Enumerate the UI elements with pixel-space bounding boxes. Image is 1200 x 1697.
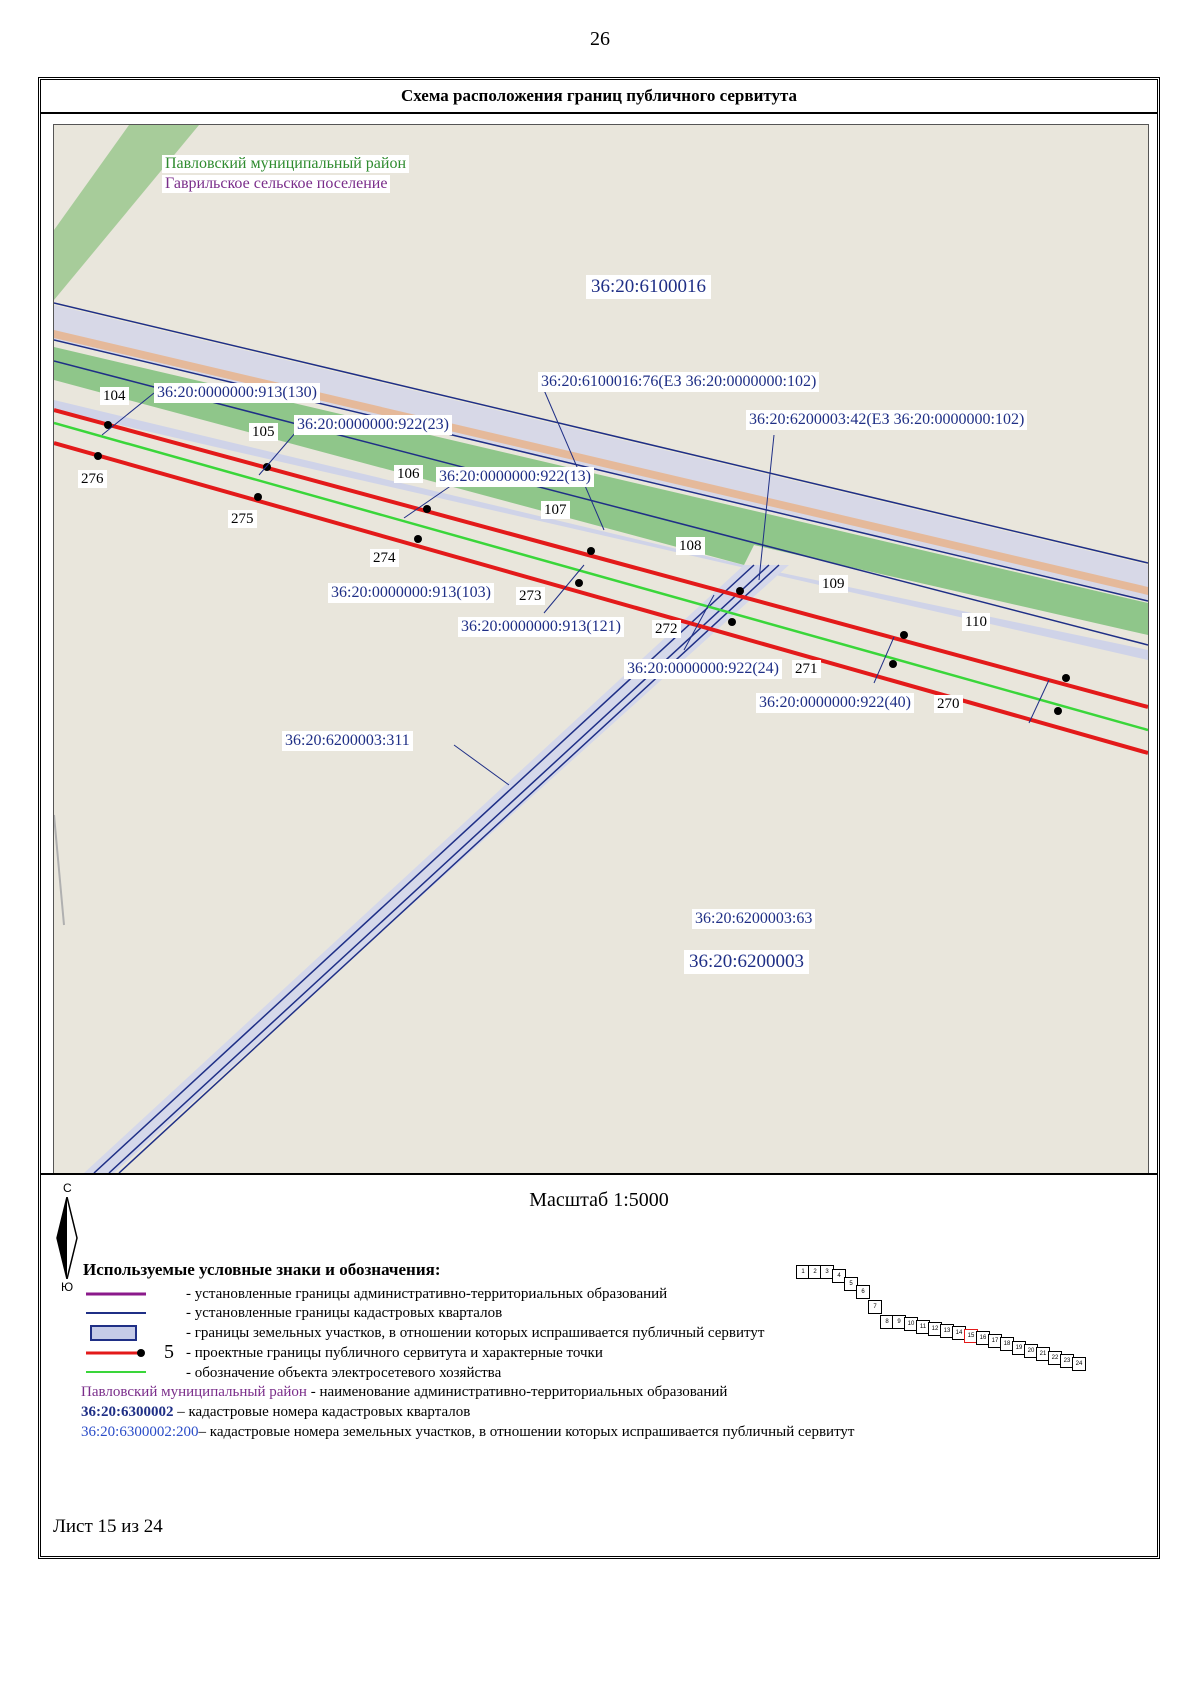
diagonal-boundary <box>118 564 780 1173</box>
parcel-label: 36:20:6100016:76(ЕЗ 36:20:0000000:102) <box>538 372 820 392</box>
point-label: 271 <box>792 660 821 678</box>
legend-text-admin: Павловский муниципальный район - наимено… <box>81 1384 727 1401</box>
legend-quarter-number: 36:20:6300002 <box>81 1404 174 1420</box>
point-label: 104 <box>100 387 129 405</box>
point-label: 109 <box>819 575 848 593</box>
legend-area: Масштаб 1:5000 С Ю Используемые условные… <box>41 1175 1157 1556</box>
point-label: 108 <box>676 537 705 555</box>
index-sheet-cell: 6 <box>856 1285 870 1299</box>
point-label: 275 <box>228 510 257 528</box>
legend-parcel-desc: – кадастровые номера земельных участков,… <box>198 1424 855 1440</box>
parcel-label: 36:20:6200003:63 <box>692 909 816 929</box>
admin-settlement-label: Гаврильское сельское поселение <box>162 175 391 193</box>
divider <box>41 1173 1157 1175</box>
parcel-band <box>54 400 1148 660</box>
legend-admin-name: Павловский муниципальный район <box>81 1384 307 1400</box>
power-line <box>54 421 1148 732</box>
point-label: 274 <box>370 549 399 567</box>
point-label: 276 <box>78 470 107 488</box>
point-label: 272 <box>652 620 681 638</box>
diagonal-boundary <box>93 564 755 1173</box>
index-sheet-cell: 5 <box>844 1277 858 1291</box>
parcel-symbol <box>90 1325 137 1341</box>
parcel-label: 36:20:0000000:922(24) <box>624 659 782 679</box>
document-frame: Схема расположения границ публичного сер… <box>38 77 1160 1559</box>
legend-text-parcel: 36:20:6300002:200– кадастровые номера зе… <box>81 1424 855 1441</box>
scale-label: Масштаб 1:5000 <box>529 1189 669 1211</box>
legend-text-quarter: 36:20:6300002 – кадастровые номера кадас… <box>81 1404 470 1421</box>
point-label: 107 <box>541 501 570 519</box>
point-label: 110 <box>962 613 990 631</box>
index-sheet-cell: 8 <box>880 1315 894 1329</box>
index-sheet-cell: 24 <box>1072 1357 1086 1371</box>
quarter-label-bottom: 36:20:6200003 <box>684 950 810 974</box>
map-area[interactable]: Павловский муниципальный район Гаврильск… <box>53 124 1149 1174</box>
diagonal-parcel <box>84 565 789 1173</box>
legend-item-servitude: - проектные границы публичного сервитута… <box>186 1345 603 1361</box>
south-label: Ю <box>61 1280 74 1294</box>
quarter-boundary-line <box>54 302 1148 564</box>
index-sheet-cell: 7 <box>868 1300 882 1314</box>
parcel-label: 36:20:0000000:922(40) <box>756 693 914 713</box>
legend-admin-desc: - наименование административно-территори… <box>306 1384 728 1400</box>
sheet-label: Лист 15 из 24 <box>53 1516 163 1537</box>
parcel-label: 36:20:0000000:913(121) <box>458 617 624 637</box>
legend-parcel-number: 36:20:6300002:200 <box>81 1424 199 1440</box>
legend-title: Используемые условные знаки и обозначени… <box>83 1260 441 1279</box>
index-sheet-cell: 1 <box>796 1265 810 1279</box>
admin-district-label: Павловский муниципальный район <box>162 155 410 173</box>
point-label: 270 <box>934 695 963 713</box>
servitude-boundary-bottom <box>54 441 1148 755</box>
legend-symbols <box>86 1292 146 1373</box>
legend-item-admin: - установленные границы административно-… <box>186 1286 668 1302</box>
index-sheet-cell: 23 <box>1060 1354 1074 1368</box>
index-sheet-cell: 16 <box>976 1331 990 1345</box>
point-label: 105 <box>249 423 278 441</box>
index-sheet-cell: 19 <box>1012 1341 1026 1355</box>
points-top <box>104 421 1070 682</box>
page-number: 26 <box>590 28 610 50</box>
legend-item-power: - обозначение объекта электросетевого хо… <box>186 1365 502 1381</box>
legend-item-parcel: - границы земельных участков, в отношени… <box>186 1325 765 1341</box>
map-canvas <box>54 125 1148 1173</box>
legend-quarter-desc: – кадастровые номера кадастровых квартал… <box>173 1404 471 1420</box>
scheme-title: Схема расположения границ публичного сер… <box>41 80 1157 114</box>
parcel-label: 36:20:0000000:922(13) <box>436 467 594 487</box>
road-surface <box>54 330 1148 595</box>
parcel-label: 36:20:0000000:913(103) <box>328 583 494 603</box>
servitude-boundary-top <box>54 408 1148 709</box>
north-arrow-icon <box>56 1197 78 1279</box>
parcel-label: 36:20:6200003:311 <box>282 731 413 751</box>
index-sheet-cell: 4 <box>832 1269 846 1283</box>
point-label: 273 <box>516 587 545 605</box>
forest-strip-topleft <box>54 125 199 300</box>
index-sheet-cell: 21 <box>1036 1347 1050 1361</box>
points-bottom <box>94 452 1062 715</box>
quarter-boundary-line <box>54 360 1148 646</box>
parcel-label: 36:20:0000000:922(23) <box>294 415 452 435</box>
legend-item-quarter: - установленные границы кадастровых квар… <box>186 1305 503 1321</box>
quarter-label-top: 36:20:6100016 <box>586 275 712 299</box>
point-symbol <box>137 1349 145 1357</box>
index-sheet-cell: 10 <box>904 1317 918 1331</box>
diagonal-boundary <box>108 564 770 1173</box>
gray-edge <box>54 814 65 926</box>
parcel-label: 36:20:6200003:42(ЕЗ 36:20:0000000:102) <box>746 410 1028 430</box>
north-label: С <box>63 1181 72 1195</box>
parcel-label: 36:20:0000000:913(130) <box>154 383 320 403</box>
legend-point-example: 5 <box>164 1341 174 1363</box>
point-label: 106 <box>394 465 423 483</box>
